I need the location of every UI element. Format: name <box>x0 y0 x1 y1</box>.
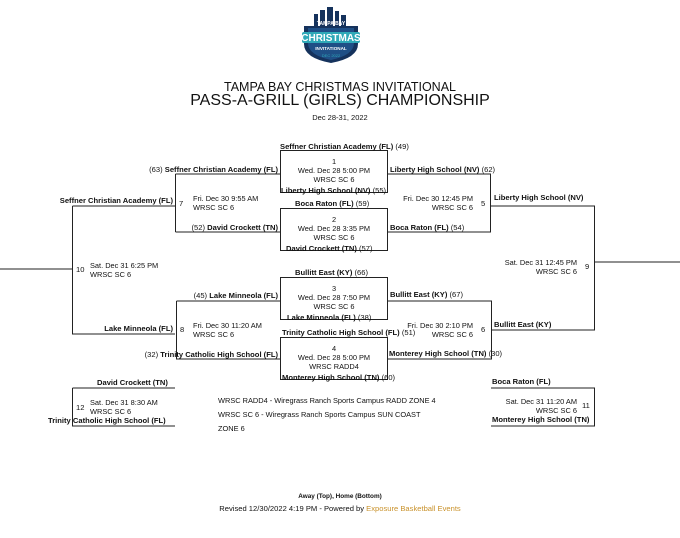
revision-footer: Revised 12/30/2022 4:19 PM - Powered by … <box>0 504 680 513</box>
game-10-bottom-team[interactable]: Lake Minneola (FL) <box>104 324 173 333</box>
game-11-info[interactable]: Sat. Dec 31 11:20 AM WRSC SC 6 <box>506 397 577 415</box>
svg-text:TAMPA BAY: TAMPA BAY <box>317 21 346 27</box>
game-8-number: 8 <box>180 325 185 334</box>
game-7-top-team[interactable]: (63) Seffner Christian Academy (FL) <box>149 165 278 174</box>
game-5-time: Fri. Dec 30 12:45 PM <box>403 194 473 203</box>
championship-title: PASS-A-GRILL (GIRLS) CHAMPIONSHIP <box>190 92 490 109</box>
game-5-bottom-team[interactable]: Boca Raton (FL) (54) <box>390 223 465 232</box>
game-12-number: 12 <box>76 403 85 412</box>
game-6-number: 6 <box>481 325 486 334</box>
game-9-top-team[interactable]: Liberty High School (NV) <box>494 193 584 202</box>
game-1-number: 1 <box>331 157 337 166</box>
game-6-time: Fri. Dec 30 2:10 PM <box>407 321 473 330</box>
game-5-venue: WRSC SC 6 <box>431 203 473 212</box>
venue-legend-sc6-cont: ZONE 6 <box>218 424 245 433</box>
game-4-number: 4 <box>331 344 337 353</box>
organization-title: TAMPA BAY CHRISTMAS INVITATIONAL <box>224 80 456 94</box>
game-6-bottom-team[interactable]: Monterey High School (TN) (30) <box>389 349 503 358</box>
game-7-bottom-team[interactable]: (52) David Crockett (TN) <box>191 223 278 232</box>
exposure-events-link[interactable]: Exposure Basketball Events <box>366 504 461 513</box>
game-8-venue: WRSC SC 6 <box>193 330 235 339</box>
game-7-venue: WRSC SC 6 <box>193 203 235 212</box>
game-3-time: Wed. Dec 28 7:50 PM <box>297 293 371 302</box>
game-10-time: Sat. Dec 31 6:25 PM <box>90 261 159 270</box>
game-7-number: 7 <box>179 199 184 208</box>
game-12-info[interactable]: Sat. Dec 31 8:30 AM WRSC SC 6 <box>90 398 158 416</box>
game-1-info[interactable]: 1 Wed. Dec 28 5:00 PM WRSC SC 6 <box>280 157 388 184</box>
game-11-number: 11 <box>582 401 590 410</box>
game-4-top-team[interactable]: Trinity Catholic High School (FL) (51) <box>282 328 416 337</box>
tournament-logo: TAMPA BAY CHRISTMAS INVITATIONAL DEC 202… <box>296 6 366 64</box>
game-6-venue: WRSC SC 6 <box>431 330 473 339</box>
game-3-top-team[interactable]: Bullitt East (KY) (66) <box>295 268 369 277</box>
game-4-info[interactable]: 4 Wed. Dec 28 5:00 PM WRSC RADD4 <box>280 344 388 371</box>
game-2-top-team[interactable]: Boca Raton (FL) (59) <box>295 199 370 208</box>
game-10-info[interactable]: Sat. Dec 31 6:25 PM WRSC SC 6 <box>90 261 158 279</box>
game-2-number: 2 <box>331 215 337 224</box>
game-9-bottom-team[interactable]: Bullitt East (KY) <box>494 320 552 329</box>
game-7-info[interactable]: Fri. Dec 30 9:55 AM WRSC SC 6 <box>193 194 258 212</box>
game-4-time: Wed. Dec 28 5:00 PM <box>297 353 371 362</box>
game-2-bottom-team[interactable]: David Crockett (TN) (57) <box>286 244 373 253</box>
game-11-venue: WRSC SC 6 <box>535 406 577 415</box>
game-1-time: Wed. Dec 28 5:00 PM <box>297 166 371 175</box>
game-10-top-team[interactable]: Seffner Christian Academy (FL) <box>59 196 173 205</box>
venue-legend-sc6: WRSC SC 6 - Wiregrass Ranch Sports Campu… <box>218 410 421 419</box>
game-1-venue: WRSC SC 6 <box>313 175 355 184</box>
game-2-venue: WRSC SC 6 <box>313 233 355 242</box>
game-10-venue: WRSC SC 6 <box>90 270 132 279</box>
game-7-time: Fri. Dec 30 9:55 AM <box>193 194 259 203</box>
game-2-info[interactable]: 2 Wed. Dec 28 3:35 PM WRSC SC 6 <box>280 215 388 242</box>
game-3-number: 3 <box>331 284 337 293</box>
game-6-info[interactable]: Fri. Dec 30 2:10 PM WRSC SC 6 <box>407 321 473 339</box>
game-2-time: Wed. Dec 28 3:35 PM <box>297 224 371 233</box>
game-4-bottom-team[interactable]: Monterey High School (TN) (60) <box>282 373 396 382</box>
game-3-info[interactable]: 3 Wed. Dec 28 7:50 PM WRSC SC 6 <box>280 284 388 311</box>
game-12-venue: WRSC SC 6 <box>90 407 132 416</box>
game-8-info[interactable]: Fri. Dec 30 11:20 AM WRSC SC 6 <box>193 321 262 339</box>
game-11-top-team[interactable]: Boca Raton (FL) <box>492 377 551 386</box>
game-8-top-team[interactable]: (45) Lake Minneola (FL) <box>193 291 278 300</box>
home-away-legend: Away (Top), Home (Bottom) <box>298 493 382 500</box>
game-11-time: Sat. Dec 31 11:20 AM <box>505 397 577 406</box>
game-3-venue: WRSC SC 6 <box>313 302 355 311</box>
game-12-bottom-team[interactable]: Trinity Catholic High School (FL) <box>48 416 166 425</box>
game-10-number: 10 <box>76 265 85 274</box>
event-dates: Dec 28-31, 2022 <box>312 113 368 122</box>
game-8-bottom-team[interactable]: (32) Trinity Catholic High School (FL) <box>144 350 278 359</box>
svg-text:INVITATIONAL: INVITATIONAL <box>315 46 347 51</box>
game-1-bottom-team[interactable]: Liberty High School (NV) (55) <box>281 186 387 195</box>
game-8-time: Fri. Dec 30 11:20 AM <box>193 321 262 330</box>
game-9-time: Sat. Dec 31 12:45 PM <box>504 258 577 267</box>
game-5-info[interactable]: Fri. Dec 30 12:45 PM WRSC SC 6 <box>403 194 473 212</box>
game-5-top-team[interactable]: Liberty High School (NV) (62) <box>390 165 496 174</box>
svg-text:CHRISTMAS: CHRISTMAS <box>301 33 361 44</box>
svg-text:DEC 2022: DEC 2022 <box>322 53 341 58</box>
game-12-top-team[interactable]: David Crockett (TN) <box>97 378 168 387</box>
venue-legend-radd4: WRSC RADD4 - Wiregrass Ranch Sports Camp… <box>218 396 436 405</box>
game-6-top-team[interactable]: Bullitt East (KY) (67) <box>390 290 464 299</box>
revision-text: Revised 12/30/2022 4:19 PM - Powered by <box>219 504 367 513</box>
game-9-venue: WRSC SC 6 <box>535 267 577 276</box>
game-1-top-team[interactable]: Seffner Christian Academy (FL) (49) <box>280 142 409 151</box>
game-9-info[interactable]: Sat. Dec 31 12:45 PM WRSC SC 6 <box>505 258 577 276</box>
game-4-venue: WRSC RADD4 <box>309 362 359 371</box>
game-9-number: 9 <box>585 262 590 271</box>
game-12-time: Sat. Dec 31 8:30 AM <box>90 398 158 407</box>
game-5-number: 5 <box>481 199 486 208</box>
game-11-bottom-team[interactable]: Monterey High School (TN) <box>492 415 590 424</box>
game-3-bottom-team[interactable]: Lake Minneola (FL) (38) <box>287 313 372 322</box>
